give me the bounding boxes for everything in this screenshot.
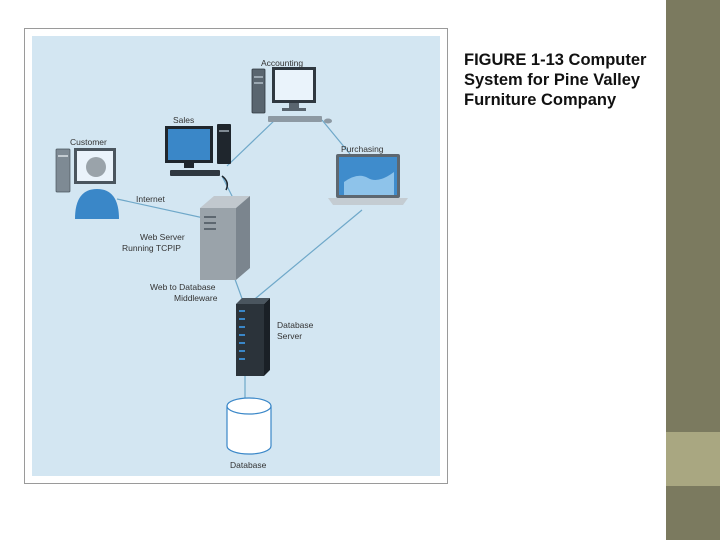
database-cylinder-icon [226, 397, 272, 455]
label-purchasing: Purchasing [341, 144, 384, 154]
label-database-server-2: Server [277, 331, 302, 341]
figure-caption: FIGURE 1-13 Computer System for Pine Val… [464, 51, 647, 109]
label-internet: Internet [136, 194, 165, 204]
database-server-icon [236, 298, 270, 376]
link-accounting-purchasing [321, 119, 351, 155]
label-database: Database [230, 460, 267, 470]
link-sales-accounting [226, 117, 278, 167]
label-middleware-2: Middleware [174, 293, 218, 303]
label-sales: Sales [173, 115, 194, 125]
sales-workstation-icon [165, 124, 231, 191]
network-diagram: Accounting Sales Customer Purchasing Int… [32, 36, 440, 476]
web-server-icon [200, 196, 250, 280]
link-purchasing-dbserver [243, 209, 363, 309]
label-database-server: Database [277, 320, 314, 330]
label-web-server: Web Server [140, 232, 185, 242]
figure-frame: Accounting Sales Customer Purchasing Int… [24, 28, 448, 484]
slide-accent-block [666, 432, 720, 486]
label-customer: Customer [70, 137, 107, 147]
accounting-workstation-icon [251, 67, 332, 124]
label-accounting: Accounting [261, 58, 303, 68]
customer-workstation-icon [55, 148, 119, 219]
purchasing-laptop-icon [328, 154, 408, 205]
label-web-server-protocol: Running TCPIP [122, 243, 181, 253]
label-middleware: Web to Database [150, 282, 216, 292]
